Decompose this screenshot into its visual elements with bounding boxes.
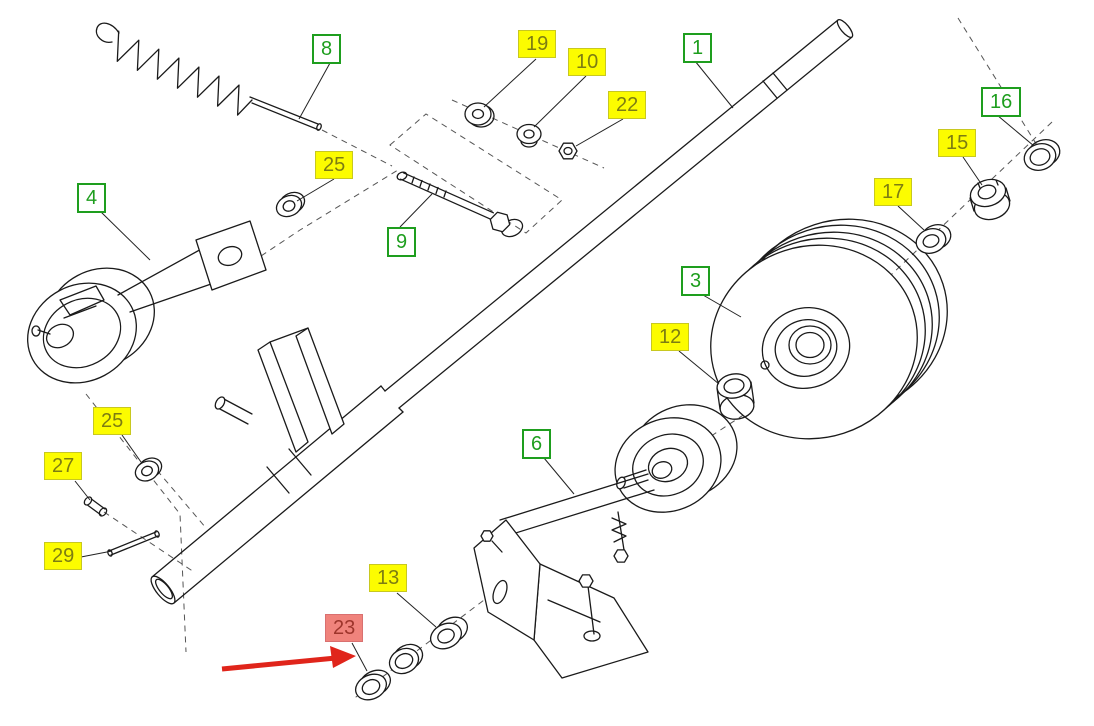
main-shaft: [150, 18, 854, 605]
washer-13: [429, 616, 469, 650]
part-label-15: 15: [938, 129, 977, 157]
part-label-23: 23: [325, 614, 364, 642]
pointer-arrow-shaft: [221, 655, 337, 672]
part-label-6: 6: [522, 429, 552, 459]
shaft-bracket: [214, 327, 345, 453]
part-label-1: 1: [683, 33, 713, 63]
bolt: [396, 171, 524, 238]
leader-lines: [74, 58, 1035, 672]
part-label-17: 17: [874, 178, 913, 206]
part-label-25a: 25: [315, 151, 354, 179]
part-label-25b: 25: [93, 407, 132, 435]
part-label-9: 9: [387, 227, 417, 257]
part-label-4: 4: [77, 183, 107, 213]
part-label-8: 8: [312, 34, 342, 64]
part-label-13: 13: [369, 564, 408, 592]
pointer-arrow: [221, 646, 356, 672]
spring: [95, 22, 322, 131]
idler-assembly: [499, 404, 738, 563]
part-label-12: 12: [651, 323, 690, 351]
part-label-16: 16: [981, 87, 1022, 117]
washer-17: [915, 224, 952, 254]
part-label-27: 27: [44, 452, 83, 480]
bushing-12: [716, 373, 755, 420]
part-label-3: 3: [681, 266, 711, 296]
mounting-bracket: [473, 519, 649, 679]
flange-nut-10: [516, 123, 542, 148]
ring-16: [1023, 139, 1061, 171]
nut-22: [558, 142, 578, 160]
pointer-arrow-head: [330, 646, 356, 668]
washer-19: [464, 102, 495, 128]
washer-25-lower: [134, 457, 163, 482]
part-label-22: 22: [608, 91, 647, 119]
part-label-29: 29: [44, 542, 83, 570]
part-label-10: 10: [568, 48, 607, 76]
tensioner-assembly: [27, 220, 267, 384]
ring-23-group: [354, 643, 424, 701]
pin-29: [107, 530, 160, 557]
lock-nut-15: [969, 178, 1011, 221]
part-label-19: 19: [518, 30, 557, 58]
main-pulley: [710, 218, 948, 440]
